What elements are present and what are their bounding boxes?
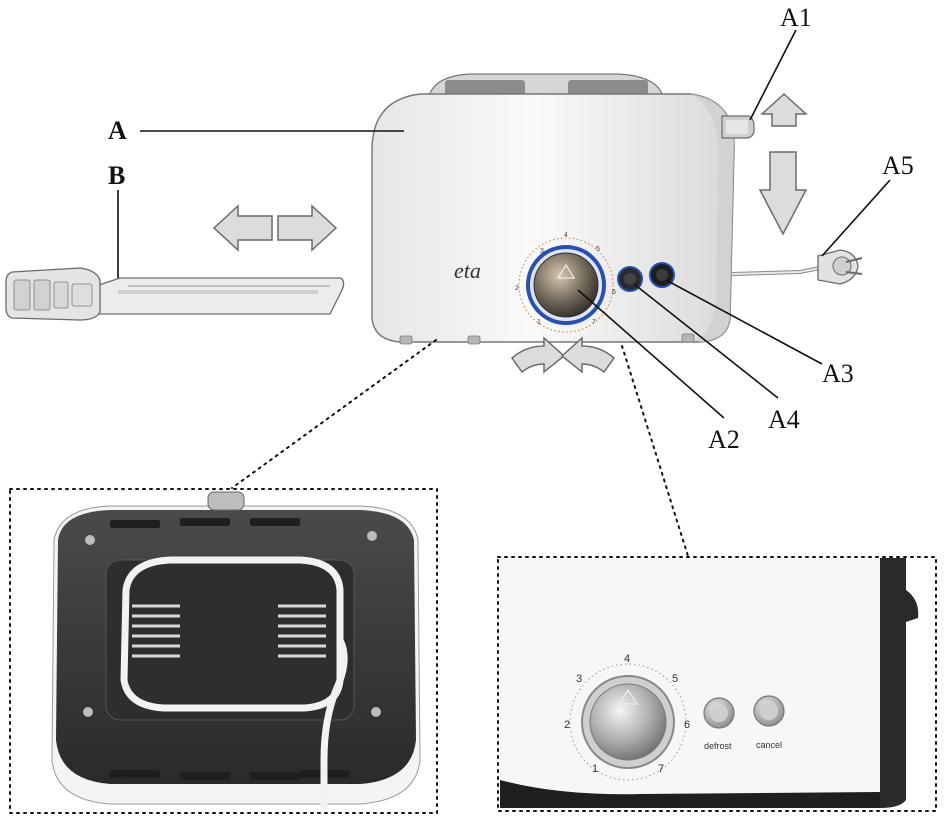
down-arrow [758, 151, 808, 236]
dial-number: 2 [515, 285, 519, 292]
cancel-button[interactable] [649, 262, 675, 288]
leader-line [577, 289, 725, 419]
dial-number: 4 [624, 653, 630, 665]
detail-defrost-button[interactable] [703, 697, 735, 729]
label-a4: A4 [768, 405, 800, 434]
label-a2: A2 [708, 425, 740, 454]
toaster-body [371, 73, 735, 345]
defrost-label: defrost [704, 741, 732, 751]
dial-number: 6 [684, 719, 690, 731]
dial-number: 7 [592, 319, 596, 326]
power-cord [731, 249, 863, 285]
detail-dial[interactable]: 1 2 3 4 5 6 7 [564, 653, 690, 781]
dial-number: 4 [564, 232, 568, 239]
dial-number: 1 [592, 763, 598, 775]
dial-number: 5 [672, 673, 678, 685]
lever[interactable] [721, 115, 755, 139]
browning-dial[interactable]: 1 2 3 4 5 6 7 [515, 232, 616, 333]
label-a: A [108, 116, 127, 145]
crumb-tray[interactable] [5, 267, 345, 321]
leader-line [633, 283, 779, 399]
leader-line [821, 179, 891, 257]
up-arrow [760, 92, 808, 127]
rotate-arrows [510, 336, 616, 374]
dial-number: 1 [537, 319, 541, 326]
cancel-label: cancel [756, 740, 782, 750]
brand-logo: eta [454, 258, 481, 283]
crumb-tray-handle[interactable] [5, 267, 101, 321]
control-panel-detail: 1 2 3 4 5 6 7 defrost cancel [497, 556, 937, 812]
bottom-view-detail [9, 488, 438, 814]
dial-number: 6 [612, 289, 616, 296]
dial-number: 2 [564, 719, 570, 731]
dial-number: 3 [540, 248, 544, 255]
label-b: B [108, 161, 125, 190]
detail-connector [231, 339, 437, 489]
dial-number: 5 [596, 246, 600, 253]
label-a3: A3 [822, 359, 854, 388]
detail-connector [621, 345, 689, 557]
leader-line [665, 279, 823, 365]
label-a1: A1 [780, 3, 812, 32]
detail-cancel-button[interactable] [753, 695, 785, 727]
dial-number: 3 [576, 673, 582, 685]
dial-number: 7 [658, 763, 664, 775]
left-right-arrows [212, 204, 338, 252]
label-a5: A5 [882, 151, 914, 180]
leader-line [749, 29, 797, 121]
